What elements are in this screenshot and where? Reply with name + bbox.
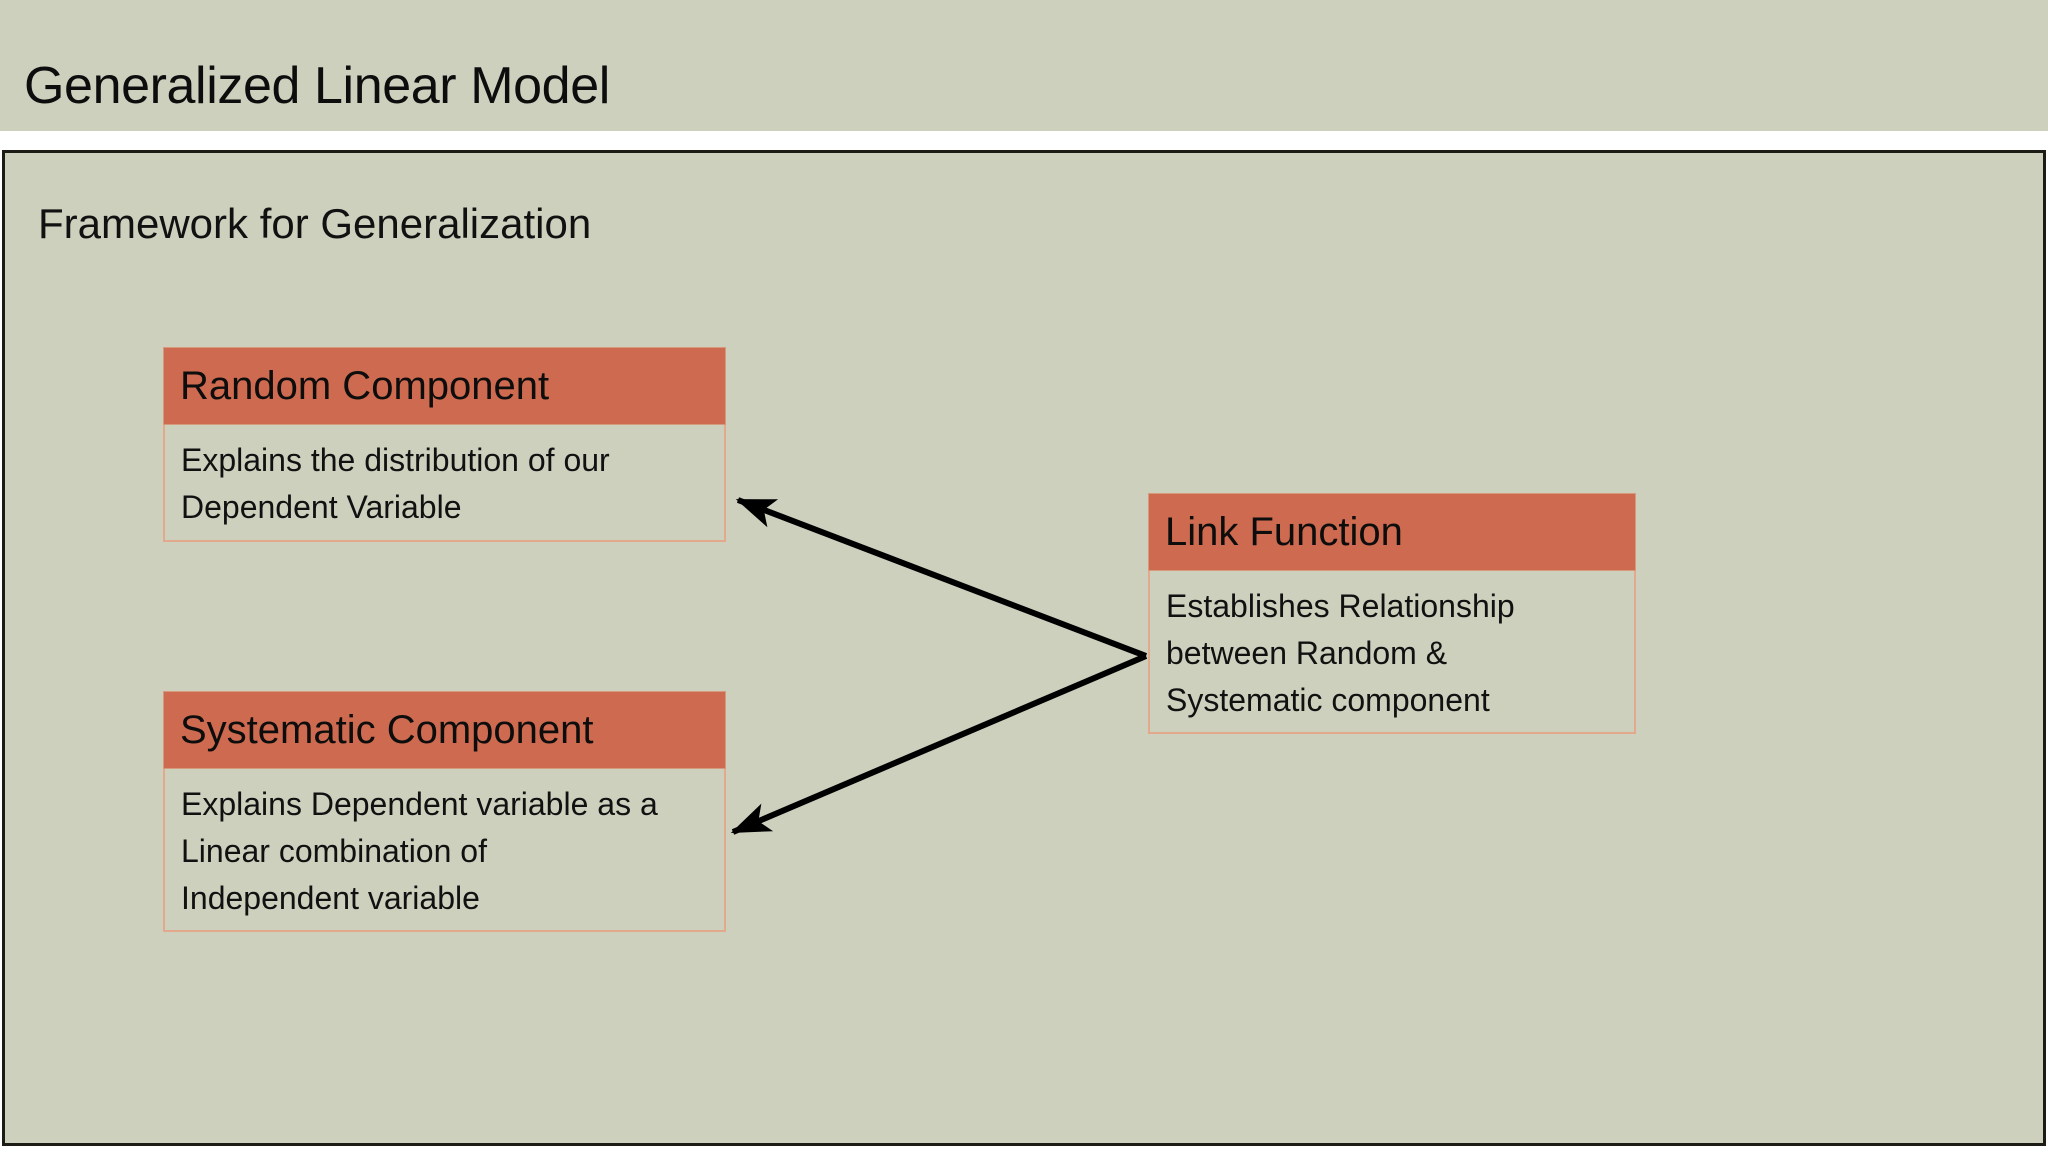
card-random-component-body: Explains the distribution of our Depende… [163, 425, 726, 542]
card-random-component-title: Random Component [163, 347, 726, 425]
card-random-component-line-1: Explains the distribution of our [181, 442, 610, 478]
content-panel [2, 150, 2046, 1146]
title-bar: Generalized Linear Model [0, 0, 2048, 131]
card-link-function-body: Establishes Relationship between Random … [1148, 571, 1636, 734]
card-link-function[interactable]: Link Function Establishes Relationship b… [1148, 493, 1636, 734]
card-systematic-component-line-1: Explains Dependent variable as a [181, 786, 658, 822]
card-systematic-component-body: Explains Dependent variable as a Linear … [163, 769, 726, 932]
card-link-function-title: Link Function [1148, 493, 1636, 571]
page-title: Generalized Linear Model [24, 57, 610, 115]
card-systematic-component-line-2: Linear combination of [181, 833, 487, 869]
card-link-function-line-1: Establishes Relationship [1166, 588, 1515, 624]
card-systematic-component-line-3: Independent variable [181, 880, 480, 916]
card-link-function-line-2: between Random & [1166, 635, 1448, 671]
card-systematic-component-title: Systematic Component [163, 691, 726, 769]
card-systematic-component[interactable]: Systematic Component Explains Dependent … [163, 691, 726, 932]
section-subtitle: Framework for Generalization [38, 200, 592, 247]
card-link-function-line-3: Systematic component [1166, 682, 1490, 718]
card-random-component-line-2: Dependent Variable [181, 489, 462, 525]
card-random-component[interactable]: Random Component Explains the distributi… [163, 347, 726, 542]
